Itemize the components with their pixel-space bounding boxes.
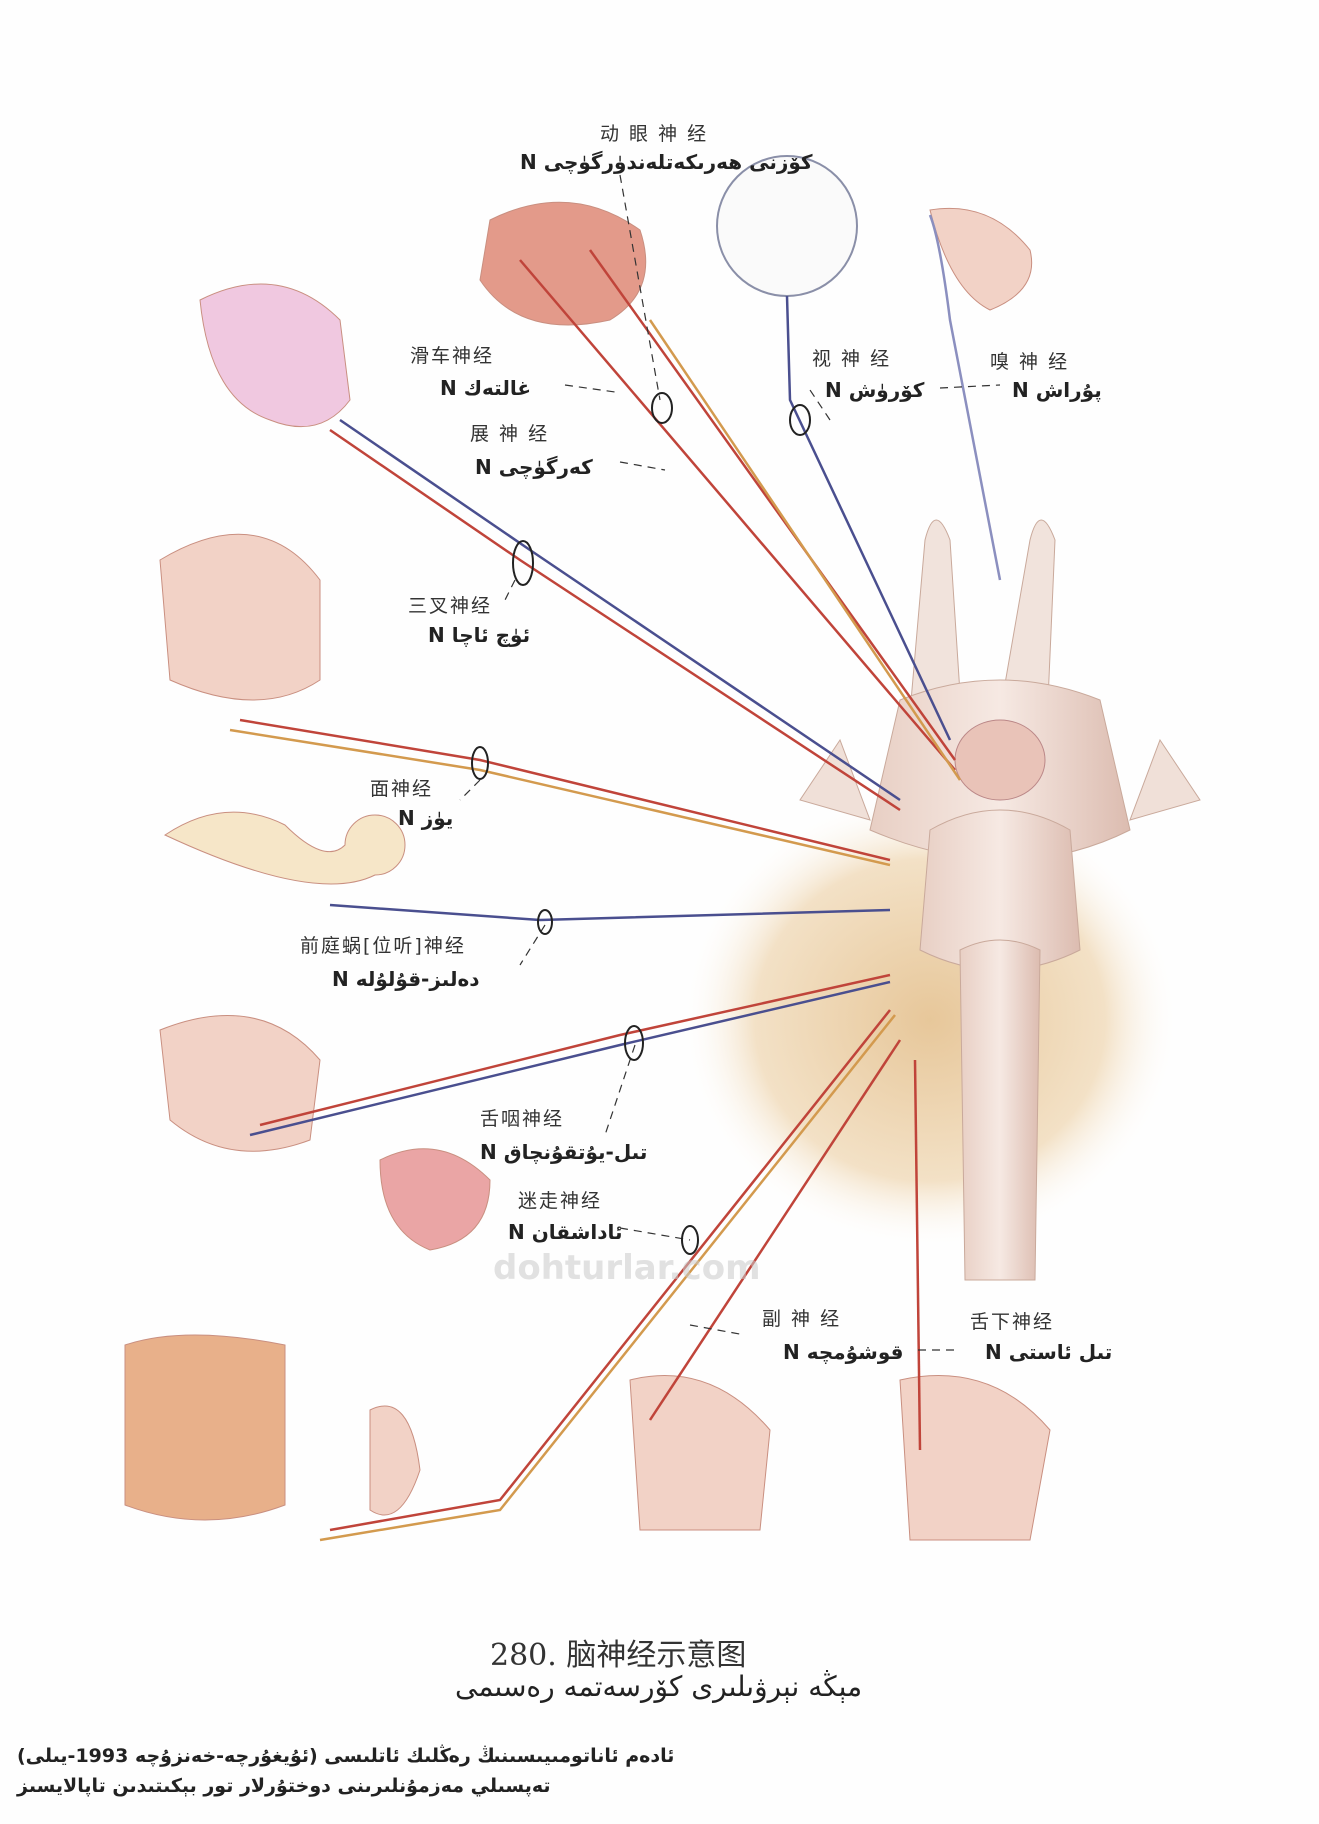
footer-website-line: تەپسىلي مەزمۇنلىرىنى دوختۇرلار تور بېكىت… xyxy=(17,1775,551,1797)
label-accessory-zh: 副 神 经 xyxy=(762,1308,842,1330)
nerve-hypoglossal xyxy=(913,1059,922,1451)
label-vestibulocochlear-ug: دەلىز-قۇلۇلە N xyxy=(332,967,480,991)
label-oculomotor-ug: كۆزنى ھەرىكەتلەندۈرگۈچى N xyxy=(520,150,813,174)
nerve-facial-2 xyxy=(229,728,891,867)
section-rings xyxy=(471,392,811,1255)
abdomen-organs xyxy=(124,1334,286,1521)
head-trigeminal-territory xyxy=(199,283,351,428)
label-facial-zh: 面神经 xyxy=(370,778,434,800)
head-facial xyxy=(159,533,321,701)
label-abducens-ug: كەرگۈچى N xyxy=(475,455,593,479)
footer-source-line: ئادەم ئاناتومىيىسىنىڭ رەڭلىك ئاتلىسى (ئۇ… xyxy=(17,1745,675,1767)
label-vagus-ug: ئاداشقان N xyxy=(508,1220,623,1244)
nerve-optic xyxy=(785,295,952,741)
nose xyxy=(929,207,1033,311)
brainstem xyxy=(799,519,1201,1281)
nerves xyxy=(229,214,1002,1542)
watermark: dohturlar.com xyxy=(493,1248,761,1288)
label-vestibulocochlear-zh: 前庭蜗[位听]神经 xyxy=(300,935,466,957)
ear xyxy=(369,1405,421,1516)
label-abducens-zh: 展 神 经 xyxy=(470,423,550,445)
label-optic-ug: كۆرۈش N xyxy=(825,378,925,402)
nerve-facial xyxy=(239,718,891,862)
inner-ear-cochlea xyxy=(163,811,406,885)
nerve-abducens xyxy=(648,319,962,781)
label-glossopharyngeal-zh: 舌咽神经 xyxy=(480,1108,565,1130)
nerve-glossopharyngeal-2 xyxy=(249,980,891,1137)
orbit-muscles xyxy=(479,201,647,326)
label-glossopharyngeal-ug: تىل-يۇتقۇنچاق N xyxy=(480,1140,648,1164)
label-olfactory-ug: پۇراش N xyxy=(1012,378,1102,402)
nerve-accessory xyxy=(648,1039,902,1421)
nerve-vagus-2 xyxy=(319,1014,896,1542)
heart-lungs xyxy=(379,1148,491,1251)
figure-caption-ug: مېڭە نېرۋىلىرى كۆرسەتمە رەسىمى xyxy=(455,1670,863,1703)
label-trochlear-zh: 滑车神经 xyxy=(410,345,495,367)
nerve-glossopharyngeal-1 xyxy=(259,973,891,1127)
eyeball xyxy=(716,155,858,297)
nerve-trochlear xyxy=(519,259,956,771)
label-facial-ug: يۈز N xyxy=(398,806,454,830)
label-trochlear-ug: غالتەك N xyxy=(440,376,532,400)
label-trigeminal-ug: ئۈچ ئاچا N xyxy=(428,623,531,647)
label-olfactory-zh: 嗅 神 经 xyxy=(990,351,1070,373)
nerve-trigeminal-1 xyxy=(339,418,901,802)
label-hypoglossal-zh: 舌下神经 xyxy=(970,1311,1055,1333)
figure-caption-zh: 280. 脑神经示意图 xyxy=(490,1638,747,1673)
nerve-trigeminal-2 xyxy=(329,428,901,812)
nerve-oculomotor xyxy=(588,249,957,761)
label-optic-zh: 视 神 经 xyxy=(812,348,892,370)
nerve-vagus-1 xyxy=(329,1009,891,1532)
label-trigeminal-zh: 三叉神经 xyxy=(408,595,493,617)
nerve-vestibulocochlear xyxy=(329,903,891,922)
label-accessory-ug: قوشۇمچە N xyxy=(783,1340,904,1364)
label-vagus-zh: 迷走神经 xyxy=(518,1190,603,1212)
nerve-olfactory xyxy=(928,214,1002,581)
face-tongue xyxy=(899,1375,1051,1541)
face-pharynx xyxy=(159,1014,321,1152)
neck-accessory xyxy=(629,1375,771,1531)
label-hypoglossal-ug: تىل ئاستى N xyxy=(985,1340,1113,1364)
label-oculomotor-zh: 动 眼 神 经 xyxy=(600,123,709,145)
